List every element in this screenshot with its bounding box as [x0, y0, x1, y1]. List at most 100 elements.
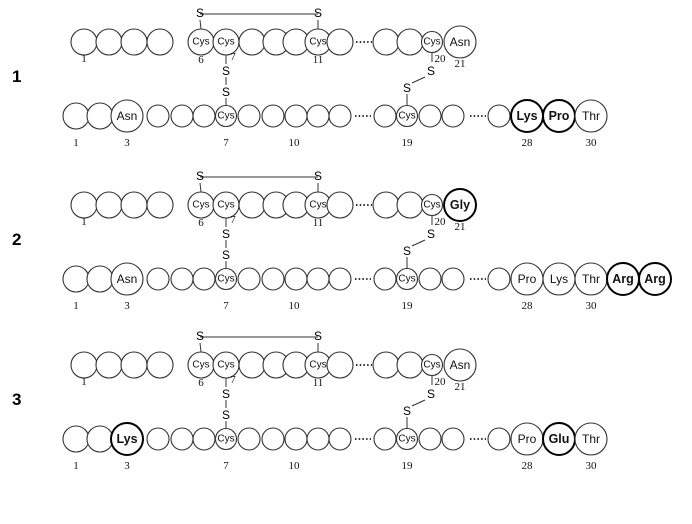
b-chain-tail-residue: [574, 422, 608, 456]
a-chain-end-residue: [443, 25, 477, 59]
end-residue-label: Asn: [450, 35, 471, 49]
cys-residue-label: Cys: [217, 434, 234, 445]
cys-residue-label: Cys: [192, 360, 209, 371]
sulfur-atom: S: [427, 64, 435, 78]
residue-number: 7: [223, 300, 229, 312]
b-chain-residue: [146, 104, 170, 128]
cys-residue-label: Cys: [423, 37, 440, 48]
b-chain-tail-residue: [574, 99, 608, 133]
b-chain-residue: [441, 427, 465, 451]
b-chain-residue: [418, 267, 442, 291]
b-chain-residue: [306, 427, 330, 451]
bond-line: [199, 19, 202, 30]
sulfur-atom: S: [403, 404, 411, 418]
tail-residue-label: Pro: [549, 109, 570, 123]
a-chain-residue: [70, 191, 98, 219]
a-chain-residue: [70, 28, 98, 56]
residue-number: 30: [586, 300, 598, 312]
residue-number: 20: [435, 53, 447, 65]
residue-number: 6: [198, 217, 204, 229]
residue-number: 3: [124, 137, 130, 149]
a-chain-residue: [396, 351, 424, 379]
residue-number: 7: [230, 374, 236, 386]
b-chain-residue: [284, 267, 308, 291]
sulfur-atom: S: [196, 329, 204, 343]
cys-residue-label: Cys: [398, 111, 415, 122]
tail-residue-label: Lys: [550, 272, 568, 286]
residue-number: 21: [455, 381, 466, 393]
b-chain-residue-3: [110, 99, 144, 133]
b-chain-residue: [192, 104, 216, 128]
tail-residue-label: Lys: [516, 109, 537, 123]
b-chain-residue: [306, 267, 330, 291]
b-chain-cys-7: [214, 267, 238, 291]
b-chain-residue: [284, 427, 308, 451]
residue-number: 7: [230, 51, 236, 63]
sulfur-atom: S: [222, 227, 230, 241]
b-chain-residue: [373, 267, 397, 291]
sulfur-atom: S: [403, 244, 411, 258]
b-chain-residue: [170, 427, 194, 451]
b-chain-residue: [62, 265, 90, 293]
bond-line: [199, 182, 202, 193]
b-chain-residue: [86, 265, 114, 293]
sulfur-atom: S: [314, 169, 322, 183]
residue-number: 21: [455, 221, 466, 233]
panel-label: 1: [12, 67, 21, 86]
b-chain-residue: [237, 104, 261, 128]
residue-number: 11: [313, 54, 324, 66]
b-chain-residue: [441, 104, 465, 128]
tail-residue-label: Arg: [612, 272, 634, 286]
a-chain-residue: [372, 28, 400, 56]
cys-residue-label: Cys: [423, 360, 440, 371]
residue-number: 1: [81, 216, 87, 228]
b-chain-cys-19: [395, 104, 419, 128]
cys-residue-label: Cys: [217, 360, 234, 371]
a-chain-residue: [70, 351, 98, 379]
b-chain-cys-19: [395, 267, 419, 291]
b-chain-residue: [487, 104, 511, 128]
b-chain-residue: [86, 102, 114, 130]
tail-residue-label: Pro: [518, 272, 537, 286]
b-chain-cys-7: [214, 104, 238, 128]
residue-number: 7: [230, 214, 236, 226]
cys-residue-label: Cys: [309, 360, 326, 371]
a-chain-residue: [120, 351, 148, 379]
residue-number: 28: [522, 300, 534, 312]
a-chain-residue: [372, 351, 400, 379]
bond-line: [411, 76, 426, 84]
residue-number: 3: [124, 460, 130, 472]
b-chain-residue: [62, 102, 90, 130]
residue-number: 3: [124, 300, 130, 312]
sulfur-atom: S: [314, 329, 322, 343]
residue-number: 10: [289, 137, 301, 149]
b-chain-residue-3: [110, 422, 144, 456]
a-chain-residue: [238, 351, 266, 379]
residue-number: 20: [435, 376, 447, 388]
residue-number: 6: [198, 54, 204, 66]
b-chain-residue: [306, 104, 330, 128]
residue-number: 1: [81, 376, 87, 388]
cys-residue-label: Cys: [217, 200, 234, 211]
residue-number: 1: [73, 300, 79, 312]
a-chain-residue: [396, 28, 424, 56]
b-chain-residue: [146, 267, 170, 291]
sulfur-atom: S: [196, 169, 204, 183]
bond-line: [411, 239, 426, 247]
cys-residue-label: Cys: [398, 274, 415, 285]
b-chain-residue: [373, 104, 397, 128]
b-chain-residue: [237, 427, 261, 451]
residue-number: 11: [313, 377, 324, 389]
cys-residue-label: Cys: [423, 200, 440, 211]
cys-residue-label: Cys: [217, 111, 234, 122]
b3-residue-label: Asn: [117, 272, 138, 286]
sulfur-atom: S: [222, 248, 230, 262]
b-chain-residue: [328, 104, 352, 128]
sulfur-atom: S: [222, 64, 230, 78]
residue-number: 30: [586, 460, 598, 472]
sulfur-atom: S: [427, 387, 435, 401]
